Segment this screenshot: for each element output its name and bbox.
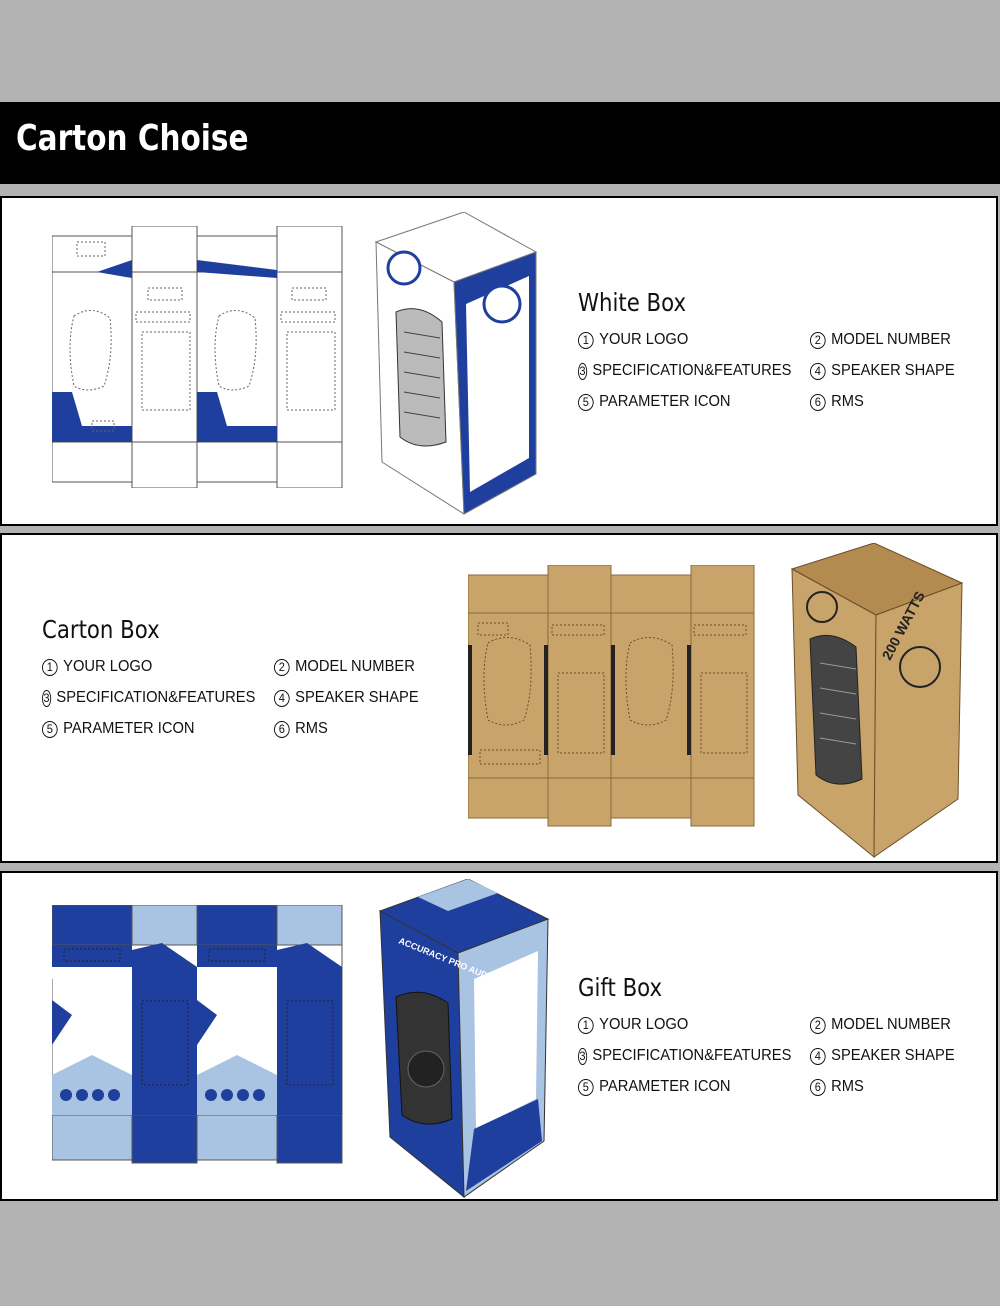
legend-label: MODEL NUMBER	[831, 1016, 951, 1033]
number-badge: 1	[578, 1016, 594, 1034]
legend-item: 4 SPEAKER SHAPE	[810, 1047, 966, 1065]
legend-label: SPECIFICATION&FEATURES	[56, 689, 256, 706]
legend-label: RMS	[831, 393, 864, 410]
legend-item: 6 RMS	[274, 720, 430, 738]
gift-box-panel: ACCURACY PRO AUDIO Gift Box 1 YOUR LOGO 2…	[0, 871, 998, 1201]
legend-label: MODEL NUMBER	[295, 658, 415, 675]
number-badge: 2	[274, 658, 290, 676]
number-badge: 6	[810, 393, 826, 411]
legend-item: 3 SPECIFICATION&FEATURES	[42, 689, 255, 707]
legend-label: YOUR LOGO	[599, 331, 689, 348]
page-title: Carton Choise	[16, 118, 249, 159]
section-title: White Box	[578, 288, 687, 317]
legend-label: PARAMETER ICON	[599, 1078, 731, 1095]
gift-box-dieline-illustration	[52, 905, 343, 1164]
white-box-dieline-illustration	[52, 226, 343, 488]
legend-label: YOUR LOGO	[63, 658, 153, 675]
section-title: Carton Box	[42, 615, 160, 644]
legend-label: SPECIFICATION&FEATURES	[592, 362, 792, 379]
legend-item: 3 SPECIFICATION&FEATURES	[578, 362, 791, 380]
legend-label: YOUR LOGO	[599, 1016, 689, 1033]
white-box-panel: 180 watts White Box 1 YOUR LOGO 2 MODEL NU…	[0, 196, 998, 526]
carton-box-panel: Carton Box 1 YOUR LOGO 2 MODEL NUMBER 3 SPE…	[0, 533, 998, 863]
number-badge: 4	[810, 1047, 826, 1065]
carton-box-legend: Carton Box 1 YOUR LOGO 2 MODEL NUMBER 3 SPE…	[42, 615, 442, 738]
carton-box-3d-illustration: 200 WATTS	[790, 543, 964, 859]
title-bar: Carton Choise	[0, 102, 1000, 184]
legend-item: 4 SPEAKER SHAPE	[274, 689, 430, 707]
legend-item: 1 YOUR LOGO	[578, 1016, 791, 1034]
number-badge: 5	[578, 393, 594, 411]
number-badge: 5	[42, 720, 58, 738]
legend-label: RMS	[295, 720, 328, 737]
number-badge: 5	[578, 1078, 594, 1096]
legend-item: 3 SPECIFICATION&FEATURES	[578, 1047, 791, 1065]
legend-item: 2 MODEL NUMBER	[810, 331, 966, 349]
legend-label: RMS	[831, 1078, 864, 1095]
legend-item: 4 SPEAKER SHAPE	[810, 362, 966, 380]
gift-box-3d-illustration: ACCURACY PRO AUDIO	[378, 879, 550, 1199]
number-badge: 3	[578, 1047, 587, 1065]
legend-item: 1 YOUR LOGO	[578, 331, 791, 349]
gift-box-legend: Gift Box 1 YOUR LOGO 2 MODEL NUMBER 3 SPECI…	[578, 973, 978, 1096]
white-box-legend: White Box 1 YOUR LOGO 2 MODEL NUMBER 3 SPEC…	[578, 288, 978, 411]
legend-item: 5 PARAMETER ICON	[42, 720, 255, 738]
section-title: Gift Box	[578, 973, 663, 1002]
legend-label: PARAMETER ICON	[63, 720, 195, 737]
legend-item: 2 MODEL NUMBER	[274, 658, 430, 676]
number-badge: 4	[810, 362, 826, 380]
number-badge: 1	[42, 658, 58, 676]
number-badge: 2	[810, 1016, 826, 1034]
number-badge: 6	[810, 1078, 826, 1096]
legend-item: 1 YOUR LOGO	[42, 658, 255, 676]
white-box-3d-illustration: 180 watts	[374, 212, 538, 515]
number-badge: 3	[42, 689, 51, 707]
legend-label: SPEAKER SHAPE	[831, 1047, 955, 1064]
number-badge: 4	[274, 689, 290, 707]
number-badge: 1	[578, 331, 594, 349]
legend-item: 5 PARAMETER ICON	[578, 1078, 791, 1096]
legend-item: 6 RMS	[810, 1078, 966, 1096]
legend-label: PARAMETER ICON	[599, 393, 731, 410]
number-badge: 6	[274, 720, 290, 738]
legend-item: 6 RMS	[810, 393, 966, 411]
legend-item: 5 PARAMETER ICON	[578, 393, 791, 411]
number-badge: 3	[578, 362, 587, 380]
legend-label: MODEL NUMBER	[831, 331, 951, 348]
legend-label: SPEAKER SHAPE	[295, 689, 419, 706]
number-badge: 2	[810, 331, 826, 349]
legend-label: SPECIFICATION&FEATURES	[592, 1047, 792, 1064]
legend-label: SPEAKER SHAPE	[831, 362, 955, 379]
legend-item: 2 MODEL NUMBER	[810, 1016, 966, 1034]
carton-box-dieline-illustration	[468, 565, 755, 827]
